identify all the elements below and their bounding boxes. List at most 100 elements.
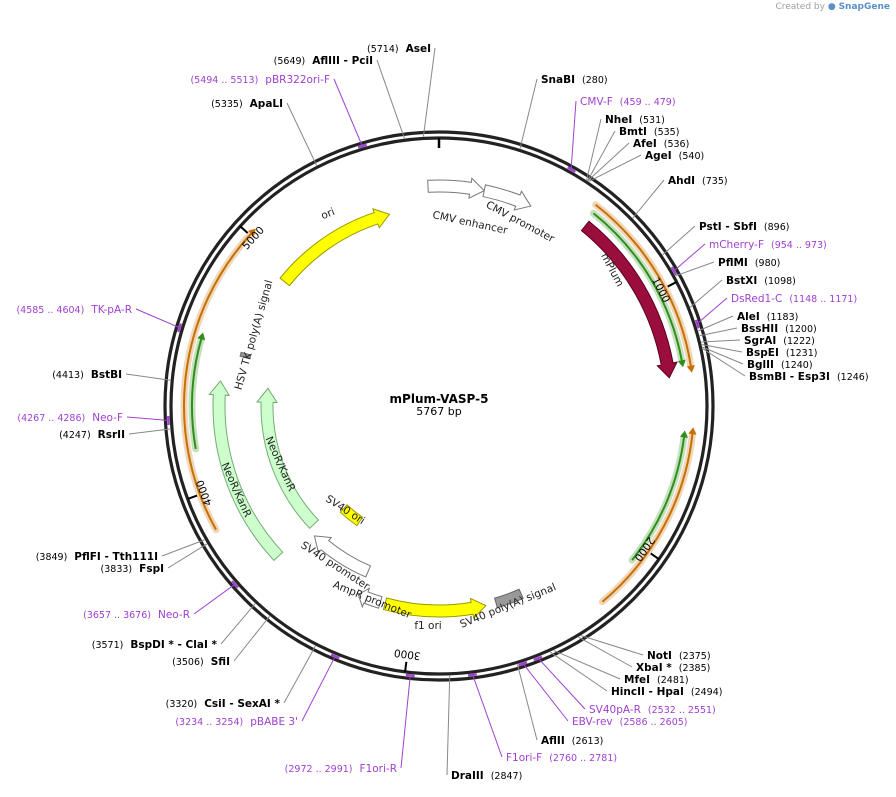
name-text: CMV-F xyxy=(580,96,613,108)
name-text: BssHII xyxy=(741,323,778,335)
name-text: PflFI - Tth111I xyxy=(74,551,158,563)
plasmid-size: 5767 bp xyxy=(416,405,461,418)
position-text: (954 .. 973) xyxy=(771,240,827,251)
site-label-12: AleI(1183) xyxy=(737,311,798,323)
name-text: BglII xyxy=(747,359,774,371)
name-text: RsrII xyxy=(98,429,125,441)
site-label-24: (3320)CsiI - SexAI * xyxy=(166,698,281,710)
name-text: Neo-R xyxy=(158,609,190,621)
primer-label-3: DsRed1-C(1148 .. 1171) xyxy=(731,293,857,305)
site-label-16: BglII (1240) xyxy=(747,359,813,371)
position-text: (531) xyxy=(639,115,665,126)
name-text: EBV-rev xyxy=(572,716,613,728)
position-text: (280) xyxy=(582,75,608,86)
name-text: pBABE 3' xyxy=(250,716,298,728)
site-rsrii xyxy=(129,429,170,434)
position-text: (1222) xyxy=(783,336,815,347)
name-text: FspI xyxy=(139,563,164,575)
snapgene-credit: Created by ● SnapGene xyxy=(775,2,890,12)
feature-label-sv40-ori: SV40 ori xyxy=(323,493,367,527)
name-text: BstXI xyxy=(726,275,757,287)
site-hincii-hpai xyxy=(550,652,607,691)
site-label-26: (3571)BspDI * - ClaI * xyxy=(92,639,218,651)
credit-prefix: Created by xyxy=(775,2,825,12)
position-text: (980) xyxy=(755,258,781,269)
site-psti-sbfi xyxy=(663,226,695,255)
position-text: (1148 .. 1171) xyxy=(789,294,857,305)
site-label-23: DraIII (2847) xyxy=(451,770,522,782)
primer-neo-f xyxy=(127,416,169,425)
name-text: AflII xyxy=(541,735,565,747)
position-text: (3234 .. 3254) xyxy=(175,717,243,728)
snapgene-logo-icon: ● xyxy=(828,2,836,12)
tick-label-4000: 4000 xyxy=(194,478,215,507)
site-bmti xyxy=(588,131,615,181)
feature-label-f1-ori: f1 ori xyxy=(414,620,441,632)
position-text: (896) xyxy=(764,222,790,233)
site-label-14: SgrAI(1222) xyxy=(744,335,815,347)
name-text: BmtI xyxy=(619,126,647,138)
position-text: (2532 .. 2551) xyxy=(648,705,716,716)
feature-label-ampr-promoter: AmpR promoter xyxy=(331,579,413,622)
position-text: (5714) xyxy=(367,44,399,55)
tick-label-3000: 3000 xyxy=(393,646,421,661)
name-text: pBR322ori-F xyxy=(265,74,330,86)
primer-ebv-rev xyxy=(519,662,568,721)
site-asei xyxy=(423,48,435,136)
position-text: (2972 .. 2991) xyxy=(285,764,353,775)
primer-label-2: mCherry-F(954 .. 973) xyxy=(709,239,827,251)
position-text: (2481) xyxy=(657,675,689,686)
name-text: NheI xyxy=(605,114,632,126)
plasmid-name: mPlum-VASP-5 xyxy=(390,392,489,406)
position-text: (2375) xyxy=(679,651,711,662)
position-text: (1200) xyxy=(785,324,817,335)
name-text: ApaLI xyxy=(250,98,283,110)
name-text: XbaI * xyxy=(636,662,672,674)
site-afliii-pcii xyxy=(377,60,404,138)
site-label-29: (4247) RsrII xyxy=(59,429,125,441)
name-text: AhdI xyxy=(668,175,695,187)
feature-label-hsv-tk-poly-a-signal: HSV TK poly(A) signal xyxy=(233,279,276,392)
position-text: (3506) xyxy=(172,657,204,668)
site-label-10: PflMI(980) xyxy=(718,257,780,269)
site-ahdi xyxy=(633,180,664,218)
tick-mark-2000 xyxy=(651,553,659,559)
position-text: (1246) xyxy=(837,372,869,383)
feature-neor-kanr-inner xyxy=(257,388,318,528)
position-text: (2760 .. 2781) xyxy=(549,753,617,764)
position-text: (2586 .. 2605) xyxy=(620,717,688,728)
primer-sv40pa-r xyxy=(534,657,585,709)
site-label-20: MfeI(2481) xyxy=(624,674,689,686)
site-label-0: (5714)AseI xyxy=(367,43,431,55)
tick-mark-5000 xyxy=(240,226,247,233)
site-label-5: BmtI(535) xyxy=(619,126,679,138)
name-text: Neo-F xyxy=(92,412,123,424)
name-text: BspEI xyxy=(746,347,779,359)
site-label-3: SnaBI(280) xyxy=(541,74,608,86)
site-label-19: XbaI *(2385) xyxy=(636,662,710,674)
position-text: (4585 .. 4604) xyxy=(16,305,84,316)
site-sgrai xyxy=(701,340,740,342)
position-text: (1183) xyxy=(767,312,799,323)
orf-arc-6 xyxy=(192,333,205,449)
position-text: (2494) xyxy=(691,687,723,698)
site-label-13: BssHII (1200) xyxy=(741,323,817,335)
name-text: SV40pA-R xyxy=(589,704,641,716)
position-text: (540) xyxy=(679,151,705,162)
position-text: (3320) xyxy=(166,699,198,710)
position-text: (459 .. 479) xyxy=(620,97,676,108)
position-text: (4247) xyxy=(59,430,91,441)
site-bspdi-clai- xyxy=(221,604,255,644)
position-text: (5335) xyxy=(211,99,243,110)
feature-cmv-enhancer xyxy=(428,178,485,198)
site-label-7: AgeI(540) xyxy=(645,150,704,162)
position-text: (1240) xyxy=(781,360,813,371)
site-label-22: AflII(2613) xyxy=(541,735,603,747)
position-text: (2847) xyxy=(491,771,523,782)
position-text: (3849) xyxy=(36,552,68,563)
primer-f1ori-r xyxy=(401,674,415,768)
position-text: (1231) xyxy=(786,348,818,359)
position-text: (735) xyxy=(702,176,728,187)
name-text: DraIII xyxy=(451,770,484,782)
